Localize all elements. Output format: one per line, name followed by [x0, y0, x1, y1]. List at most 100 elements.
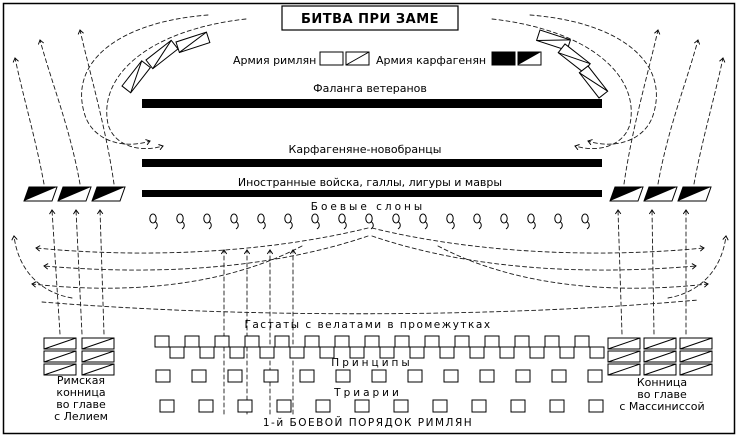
carthaginian-cavalry-icon	[91, 186, 126, 202]
principes-block	[479, 369, 495, 383]
principes-block	[515, 369, 531, 383]
movement-arrow	[371, 227, 705, 254]
hastati-label: Гастаты с велатами в промежутках	[244, 319, 491, 331]
right-cavalry-caption-line: с Массиниссой	[619, 400, 704, 413]
hastati-block	[364, 335, 380, 348]
movement-arrow	[657, 39, 701, 185]
roman-cavalry-icon	[679, 350, 713, 363]
movement-arrow	[614, 209, 623, 335]
principes-block	[191, 369, 207, 383]
triarii-label: Триарии	[333, 387, 402, 399]
hastati-block	[559, 346, 575, 359]
elephants-label: Боевые слоны	[311, 201, 425, 213]
movement-arrow	[648, 209, 656, 335]
roman-cavalry-icon	[607, 350, 641, 363]
movement-arrow	[96, 209, 105, 335]
triarii-block	[471, 399, 487, 413]
hastati-block	[514, 335, 530, 348]
roman-cavalry-right	[607, 337, 713, 376]
hastati-block	[184, 335, 200, 348]
hastati-block	[574, 335, 590, 348]
hastati-block	[259, 346, 275, 359]
movement-arrow	[693, 57, 726, 185]
carthaginian-cavalry-icon	[609, 186, 644, 202]
movement-arrow	[437, 245, 709, 289]
hastati-block	[289, 346, 305, 359]
movement-arrow	[667, 235, 729, 299]
hastati-block	[214, 335, 230, 348]
principes-label: Принципы	[331, 357, 412, 369]
triarii-block	[354, 399, 370, 413]
movement-arrows	[11, 14, 729, 415]
hastati-block	[454, 335, 470, 348]
movement-arrow	[371, 235, 697, 271]
left-cavalry-caption-line: Римская	[57, 374, 105, 387]
foreign-troops-label: Иностранные войска, галлы, лигуры и мавр…	[238, 176, 502, 189]
foreign-troops-bar	[142, 190, 602, 197]
carthaginian-cavalry-icon	[57, 186, 92, 202]
movement-arrow	[35, 227, 369, 254]
carthaginian-cavalry-right	[609, 186, 712, 202]
roman-cavalry-icon	[679, 363, 713, 376]
movement-arrow	[73, 209, 83, 335]
hastati-block	[529, 346, 545, 359]
legend-roman-label: Армия римлян	[233, 54, 316, 67]
principes-block	[263, 369, 279, 383]
left-cavalry-caption-line: конница	[56, 386, 105, 399]
veterans-phalanx-bar	[142, 99, 602, 108]
hastati-block	[544, 335, 560, 348]
roman-cavalry-icon	[643, 337, 677, 350]
principes-block	[371, 369, 387, 383]
roman-cavalry-icon	[643, 350, 677, 363]
hastati-block	[439, 346, 455, 359]
veterans-label: Фаланга ветеранов	[313, 82, 427, 95]
hastati-block	[229, 346, 245, 359]
movement-arrow	[31, 245, 303, 289]
roman-cavalry-icon	[607, 363, 641, 376]
carthaginian-infantry-icon	[491, 51, 516, 66]
battle-order-label: 1-й БОЕВОЙ ПОРЯДОК РИМЛЯН	[263, 416, 473, 429]
hastati-block	[169, 346, 185, 359]
movement-arrow	[623, 29, 661, 185]
hastati-block	[499, 346, 515, 359]
recruits-label: Карфагеняне-новобранцы	[289, 143, 442, 156]
movement-arrow	[77, 29, 115, 185]
triarii-block	[549, 399, 565, 413]
triarii-block	[276, 399, 292, 413]
right-cavalry-caption: Конница во главе с Массиниссой	[619, 376, 704, 413]
hastati-block	[199, 346, 215, 359]
hastati-block	[304, 335, 320, 348]
triarii-block	[159, 399, 175, 413]
left-cavalry-caption-line: во главе	[56, 398, 106, 411]
page-title: БИТВА ПРИ ЗАМЕ	[301, 12, 439, 27]
principes-block	[299, 369, 315, 383]
roman-cavalry-icon	[679, 337, 713, 350]
recruits-bar	[142, 159, 602, 167]
movement-arrow	[37, 39, 81, 185]
hastati-block	[274, 335, 290, 348]
triarii-block	[588, 399, 604, 413]
roman-cavalry-legend-icon	[345, 51, 370, 66]
hastati-block	[154, 335, 170, 348]
left-cavalry-caption: Римская конница во главе с Лелием	[54, 374, 108, 423]
hastati-block	[469, 346, 485, 359]
roman-cavalry-icon	[81, 337, 115, 350]
principes-block	[155, 369, 171, 383]
principes-block	[335, 369, 351, 383]
movement-arrow	[43, 235, 369, 271]
left-cavalry-caption-line: с Лелием	[54, 410, 108, 423]
hastati-block	[334, 335, 350, 348]
title-box	[281, 5, 459, 31]
roman-cavalry-icon	[81, 350, 115, 363]
hastati-block	[589, 346, 605, 359]
movement-arrow	[106, 18, 247, 151]
roman-cavalry-icon	[43, 337, 77, 350]
movement-arrow	[49, 209, 61, 335]
roman-infantry-icon	[319, 51, 344, 66]
legend-carthaginian-label: Армия карфагенян	[376, 54, 486, 67]
movement-arrow	[491, 18, 632, 151]
movement-arrow	[41, 299, 699, 315]
hastati-block	[424, 335, 440, 348]
